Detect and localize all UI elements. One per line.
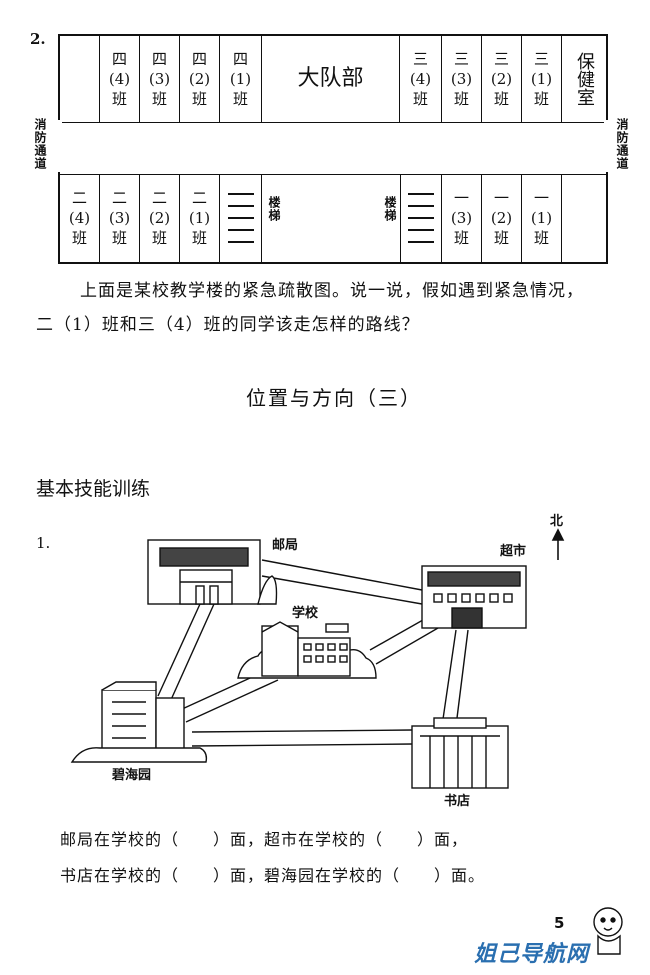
question-2-text-line1: 上面是某校教学楼的紧急疏散图。说一说，假如遇到紧急情况， (80, 281, 584, 301)
room-3-1: 三(1)班 (522, 36, 562, 122)
right-stairs-label: 楼梯 (383, 196, 397, 222)
label-bookstore: 书店 (444, 794, 471, 809)
right-stairwell (400, 174, 442, 262)
question-1-number: 1. (36, 534, 51, 552)
watermark-logo: 姐己导航网 (474, 942, 590, 967)
label-school: 学校 (292, 606, 319, 621)
north-arrow-icon (551, 528, 565, 560)
room-1-2: 一(2)班 (482, 174, 522, 262)
room-1-3: 一(3)班 (442, 174, 482, 262)
room-2-2: 二(2)班 (140, 174, 180, 262)
post-office-building (147, 539, 278, 605)
roads (157, 559, 469, 747)
corridor-top-wall (60, 122, 606, 123)
fire-exit-left-label: 消防通道 (33, 118, 47, 170)
room-office: 大队部 (262, 36, 400, 122)
mascot-icon (593, 907, 623, 955)
town-map (70, 528, 565, 789)
evacuation-floor-plan: 四(4)班 四(3)班 四(2)班 四(1)班 大队部 三(4)班 三(3)班 … (58, 34, 608, 264)
left-stairwell (220, 174, 262, 262)
left-exit-opening (56, 120, 62, 172)
subsection-title: 基本技能训练 (36, 478, 151, 500)
section-title: 位置与方向（三） (246, 386, 422, 410)
question-1-answer-line1: 邮局在学校的（ ）面，超市在学校的（ ）面， (60, 830, 469, 849)
room-1-1: 一(1)班 (522, 174, 562, 262)
label-bihaiyuan: 碧海园 (112, 768, 152, 783)
question-2-number: 2. (30, 30, 46, 48)
room-3-2: 三(2)班 (482, 36, 522, 122)
room-2-4: 二(4)班 (60, 174, 100, 262)
bookstore-building (411, 717, 509, 789)
page-number: 5 (554, 914, 565, 932)
room-3-3: 三(3)班 (442, 36, 482, 122)
label-supermarket: 超市 (500, 544, 527, 559)
question-2-text-line2: 二（1）班和三（4）班的同学该走怎样的路线？ (36, 315, 420, 335)
bihaiyuan-building (70, 681, 208, 763)
room-4-3: 四(3)班 (140, 36, 180, 122)
supermarket-building (421, 565, 527, 629)
fire-exit-right-label: 消防通道 (615, 118, 629, 170)
room-3-4: 三(4)班 (400, 36, 442, 122)
corridor-bottom-wall (60, 174, 606, 175)
empty-room-top-left (60, 36, 100, 122)
label-post-office: 邮局 (272, 538, 299, 553)
room-4-4: 四(4)班 (100, 36, 140, 122)
room-2-3: 二(3)班 (100, 174, 140, 262)
right-exit-opening (604, 120, 610, 172)
empty-room-bottom-right (562, 174, 606, 262)
question-1-answer-line2: 书店在学校的（ ）面，碧海园在学校的（ ）面。 (60, 866, 486, 885)
room-4-1: 四(1)班 (220, 36, 262, 122)
label-north: 北 (550, 514, 564, 529)
school-building (237, 621, 377, 679)
left-stairs-icon (227, 188, 254, 248)
left-stairs-label: 楼梯 (267, 196, 281, 222)
room-2-1: 二(1)班 (180, 174, 220, 262)
room-4-2: 四(2)班 (180, 36, 220, 122)
room-clinic: 保健室 (574, 52, 595, 106)
right-stairs-icon (408, 188, 434, 248)
